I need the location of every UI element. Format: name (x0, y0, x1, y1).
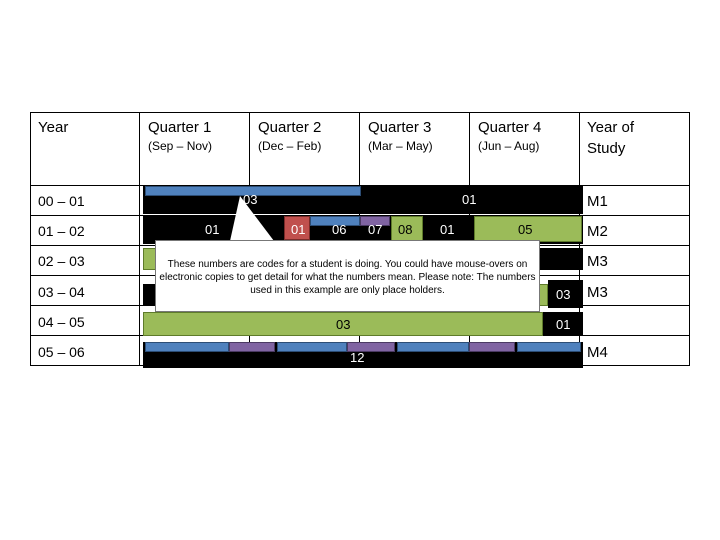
header-quarter-2-range: (Dec – Feb) (258, 139, 322, 153)
grid-line (689, 112, 690, 366)
activity-code: 05 (518, 222, 533, 237)
header-year: Year (38, 119, 69, 136)
row-year-of-study: M1 (587, 193, 608, 210)
grid-line (139, 112, 140, 366)
activity-code: 12 (350, 350, 365, 365)
activity-bar (145, 342, 229, 352)
row-year-label: 02 – 03 (38, 253, 85, 269)
callout-note: These numbers are codes for a student is… (155, 240, 540, 312)
header-quarter-1: Quarter 1 (148, 119, 212, 136)
header-year-of-study-line1: Year of (587, 119, 634, 136)
header-year-of-study-line2: Study (587, 140, 626, 157)
header-quarter-3: Quarter 3 (368, 119, 432, 136)
activity-code: 01 (462, 192, 477, 207)
callout-text: These numbers are codes for a student is… (159, 259, 536, 296)
grid-line (30, 112, 690, 113)
activity-bar (284, 216, 310, 240)
activity-code: 01 (556, 317, 571, 332)
row-year-label: 05 – 06 (38, 344, 85, 360)
activity-bar (229, 342, 275, 352)
activity-code: 08 (398, 222, 413, 237)
callout-pointer (230, 196, 274, 241)
activity-bar (517, 342, 581, 352)
activity-code: 03 (336, 317, 351, 332)
activity-bar (347, 342, 395, 352)
activity-code: 01 (291, 222, 306, 237)
activity-bar (360, 216, 390, 226)
activity-bar (310, 216, 360, 226)
header-quarter-4: Quarter 4 (478, 119, 542, 136)
activity-bar (543, 312, 583, 336)
activity-code: 06 (332, 222, 347, 237)
activity-bar (397, 342, 469, 352)
activity-code: 01 (440, 222, 455, 237)
row-year-label: 03 – 04 (38, 284, 85, 300)
row-year-of-study: M4 (587, 344, 608, 361)
activity-bar (469, 342, 515, 352)
activity-bar (277, 342, 347, 352)
row-year-label: 00 – 01 (38, 193, 85, 209)
grid-line (30, 215, 690, 216)
row-year-of-study: M2 (587, 223, 608, 240)
grid-line (30, 185, 690, 186)
header-quarter-1-range: (Sep – Nov) (148, 139, 213, 153)
header-quarter-2: Quarter 2 (258, 119, 322, 136)
activity-code: 07 (368, 222, 383, 237)
row-year-label: 04 – 05 (38, 314, 85, 330)
activity-bar (538, 248, 583, 270)
row-year-of-study: M3 (587, 284, 608, 301)
activity-code: 01 (205, 222, 220, 237)
activity-bar (145, 186, 361, 196)
activity-bar (143, 312, 543, 336)
row-year-of-study: M3 (587, 253, 608, 270)
activity-bar (548, 280, 583, 308)
header-quarter-3-range: (Mar – May) (368, 139, 433, 153)
header-quarter-4-range: (Jun – Aug) (478, 139, 540, 153)
activity-code: 03 (556, 287, 571, 302)
grid-line (30, 112, 31, 366)
row-year-label: 01 – 02 (38, 223, 85, 239)
